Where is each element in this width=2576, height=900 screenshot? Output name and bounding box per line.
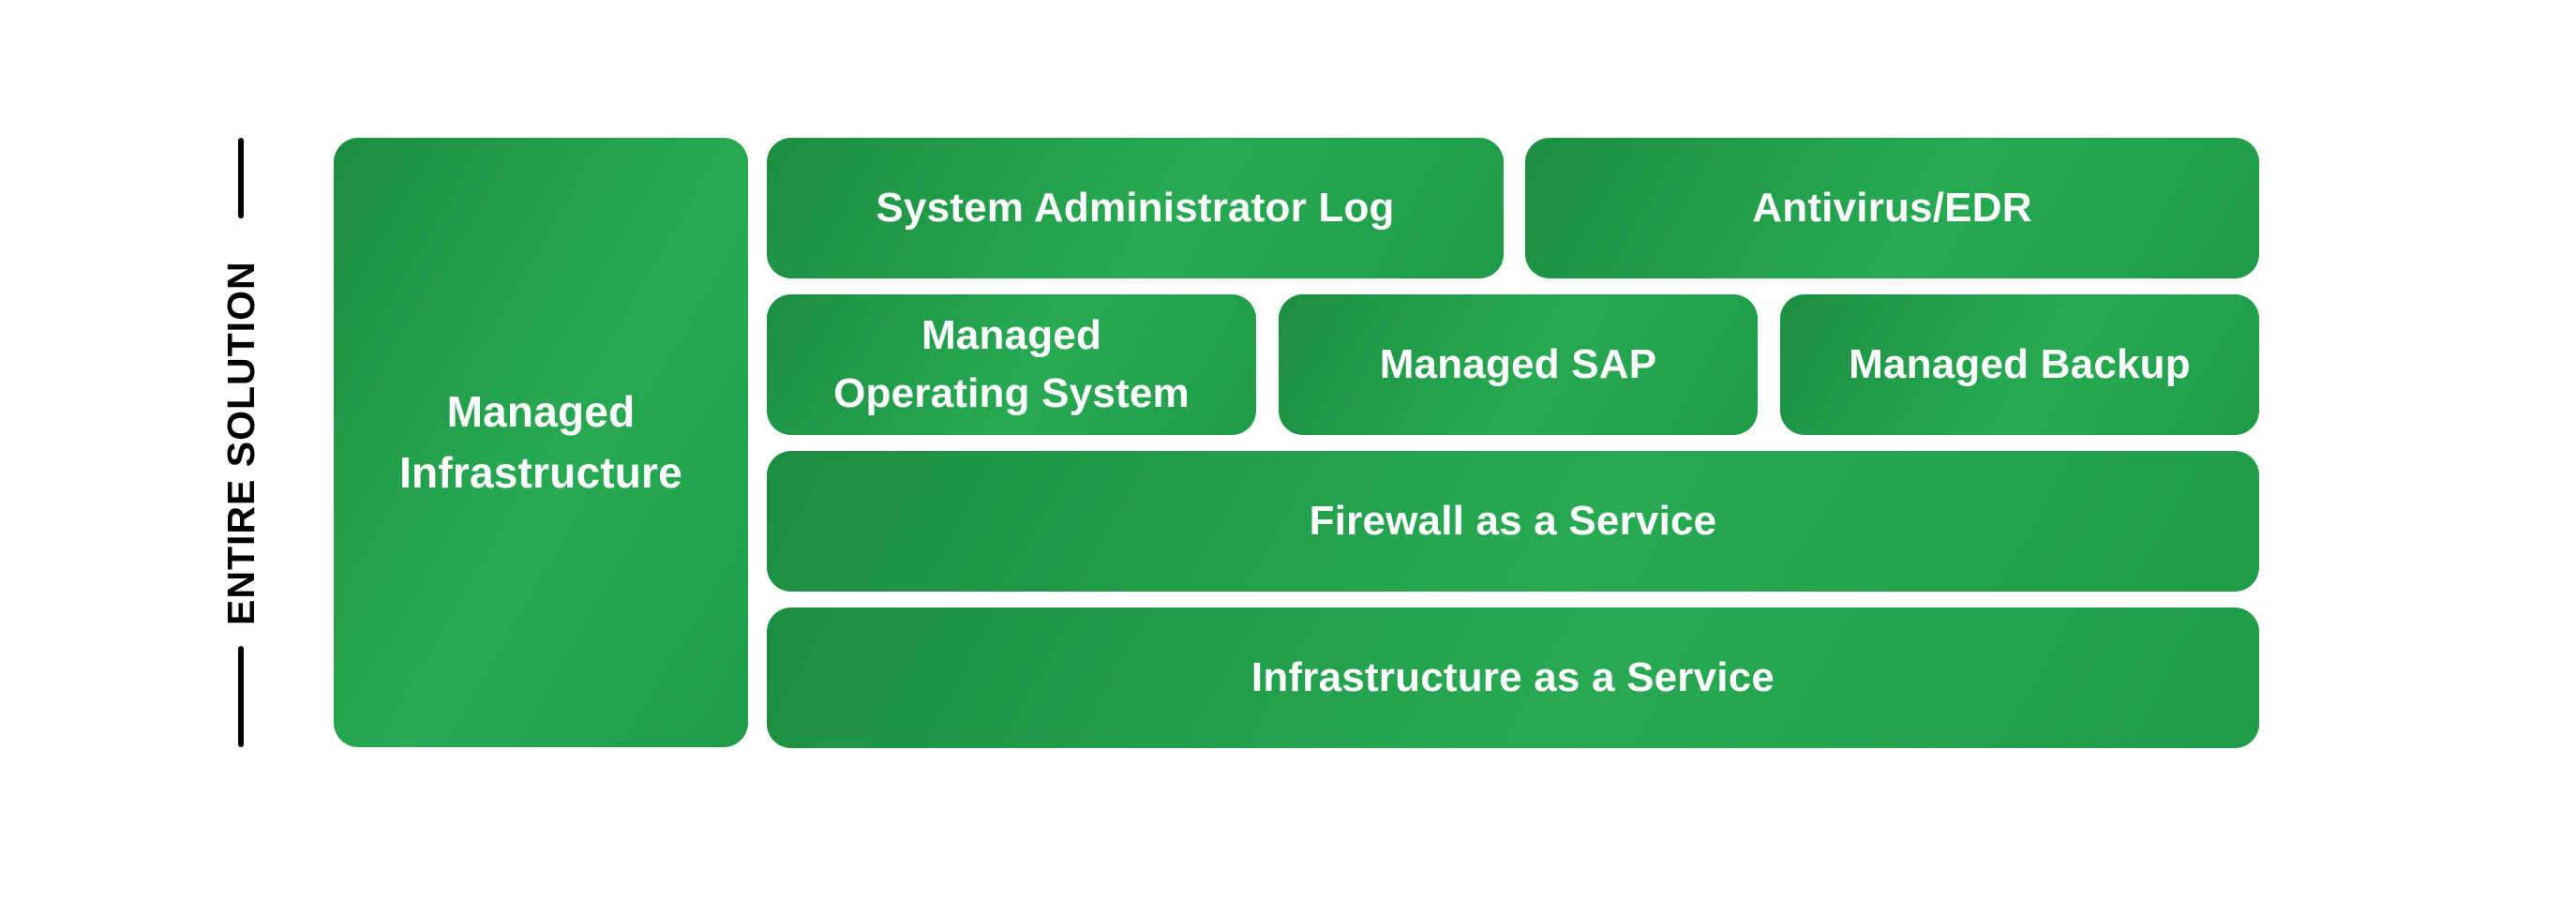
box-antivirus-edr: Antivirus/EDR	[1525, 138, 2259, 278]
entire-solution-label: ENTIRE SOLUTION	[218, 261, 262, 626]
entire-solution-rail: ENTIRE SOLUTION	[203, 138, 278, 747]
rail-tick-bottom	[238, 646, 244, 747]
box-managed-operating-system: Managed Operating System	[767, 294, 1256, 435]
box-infrastructure-as-a-service: Infrastructure as a Service	[767, 608, 2259, 748]
box-managed-backup: Managed Backup	[1780, 294, 2259, 435]
box-managed-infrastructure: Managed Infrastructure	[334, 138, 748, 747]
box-firewall-as-a-service: Firewall as a Service	[767, 451, 2259, 592]
box-system-administrator-log: System Administrator Log	[767, 138, 1504, 278]
box-managed-sap: Managed SAP	[1279, 294, 1758, 435]
rail-tick-top	[238, 138, 244, 218]
